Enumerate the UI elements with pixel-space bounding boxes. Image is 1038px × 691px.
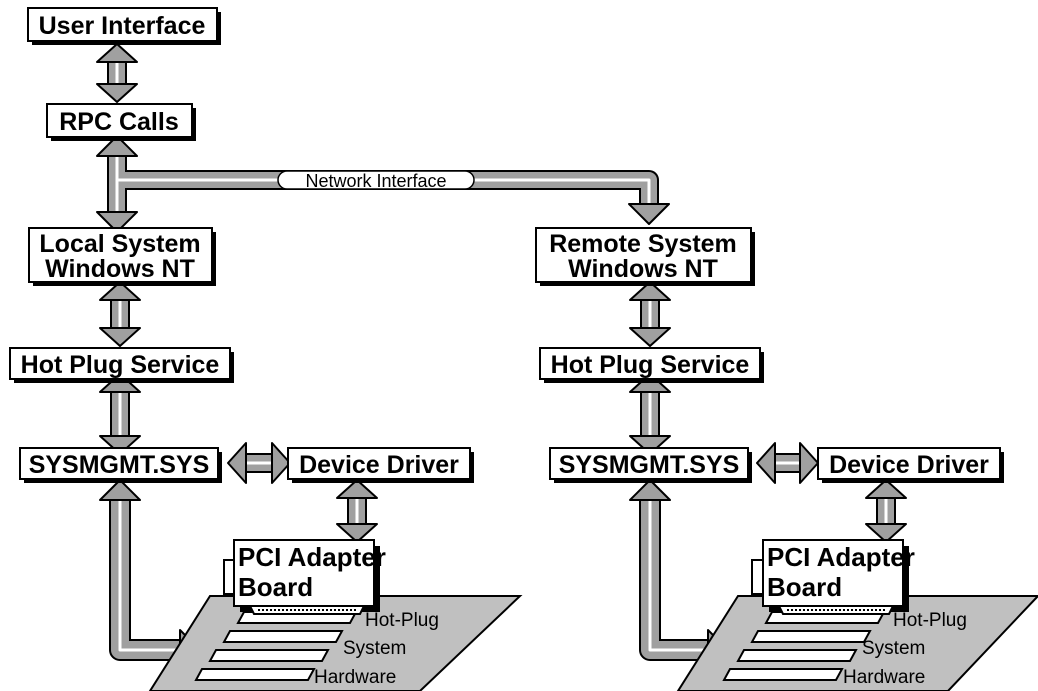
pipe-sysmgmt-driver-right	[756, 442, 819, 484]
rpc-calls-box: RPC Calls	[46, 103, 196, 141]
pipe-driver-pci-right	[865, 479, 907, 543]
pipe-remote-hps-right	[629, 281, 671, 347]
pipe-hps-sysmgmt-right	[629, 373, 671, 455]
user-interface-box: User Interface	[27, 7, 221, 45]
sysmgmt-box-left: SYSMGMT.SYS	[19, 447, 222, 483]
pci-label-line2-left: Board	[238, 572, 313, 602]
hw-label-line3-right: Hardware	[843, 667, 925, 688]
user-interface-label: User Interface	[39, 12, 206, 40]
device-driver-box-right: Device Driver	[817, 447, 1004, 483]
pipe-hps-sysmgmt-left	[99, 373, 141, 455]
device-driver-label-left: Device Driver	[299, 451, 459, 479]
remote-system-box: Remote System Windows NT	[535, 227, 755, 286]
pipe-sysmgmt-driver-left	[227, 442, 291, 484]
remote-system-label-line2: Windows NT	[568, 255, 718, 283]
remote-system-label-line1: Remote System	[549, 230, 737, 258]
device-driver-label-right: Device Driver	[829, 451, 989, 479]
local-system-label-line1: Local System	[39, 230, 200, 258]
network-interface-text: Network Interface	[305, 171, 446, 191]
hw-label-line2-right: System	[862, 638, 925, 659]
pipe-local-hps-left	[99, 281, 141, 347]
pci-label-line1-left: PCI Adapter	[238, 542, 386, 572]
sysmgmt-box-right: SYSMGMT.SYS	[549, 447, 752, 483]
pci-adapter-board-left: PCI Adapter Board	[223, 539, 386, 615]
hw-label-line2-left: System	[343, 638, 406, 659]
hot-plug-service-box-left: Hot Plug Service	[9, 347, 234, 383]
pci-label-line1-right: PCI Adapter	[767, 542, 915, 572]
hot-plug-service-label-right: Hot Plug Service	[551, 351, 750, 379]
local-system-box: Local System Windows NT	[28, 227, 216, 286]
pipe-ui-rpc	[96, 43, 138, 103]
hardware-platform-right: Hot-Plug System Hardware	[676, 595, 1038, 691]
sysmgmt-label-left: SYSMGMT.SYS	[29, 451, 210, 479]
hot-plug-service-box-right: Hot Plug Service	[539, 347, 764, 383]
hw-label-line1-right: Hot-Plug	[893, 610, 967, 631]
hw-label-line1-left: Hot-Plug	[365, 610, 439, 631]
device-driver-box-left: Device Driver	[287, 447, 474, 483]
hw-label-line3-left: Hardware	[314, 667, 396, 688]
hot-plug-service-label-left: Hot Plug Service	[21, 351, 220, 379]
rpc-calls-label: RPC Calls	[59, 108, 178, 136]
pci-adapter-board-right: PCI Adapter Board	[751, 539, 915, 615]
local-system-label-line2: Windows NT	[45, 255, 195, 283]
pci-label-line2-right: Board	[767, 572, 842, 602]
hardware-slots-right	[722, 611, 886, 681]
pipe-driver-pci-left	[336, 479, 378, 543]
network-interface-label: Network Interface	[277, 170, 475, 191]
sysmgmt-label-right: SYSMGMT.SYS	[559, 451, 740, 479]
